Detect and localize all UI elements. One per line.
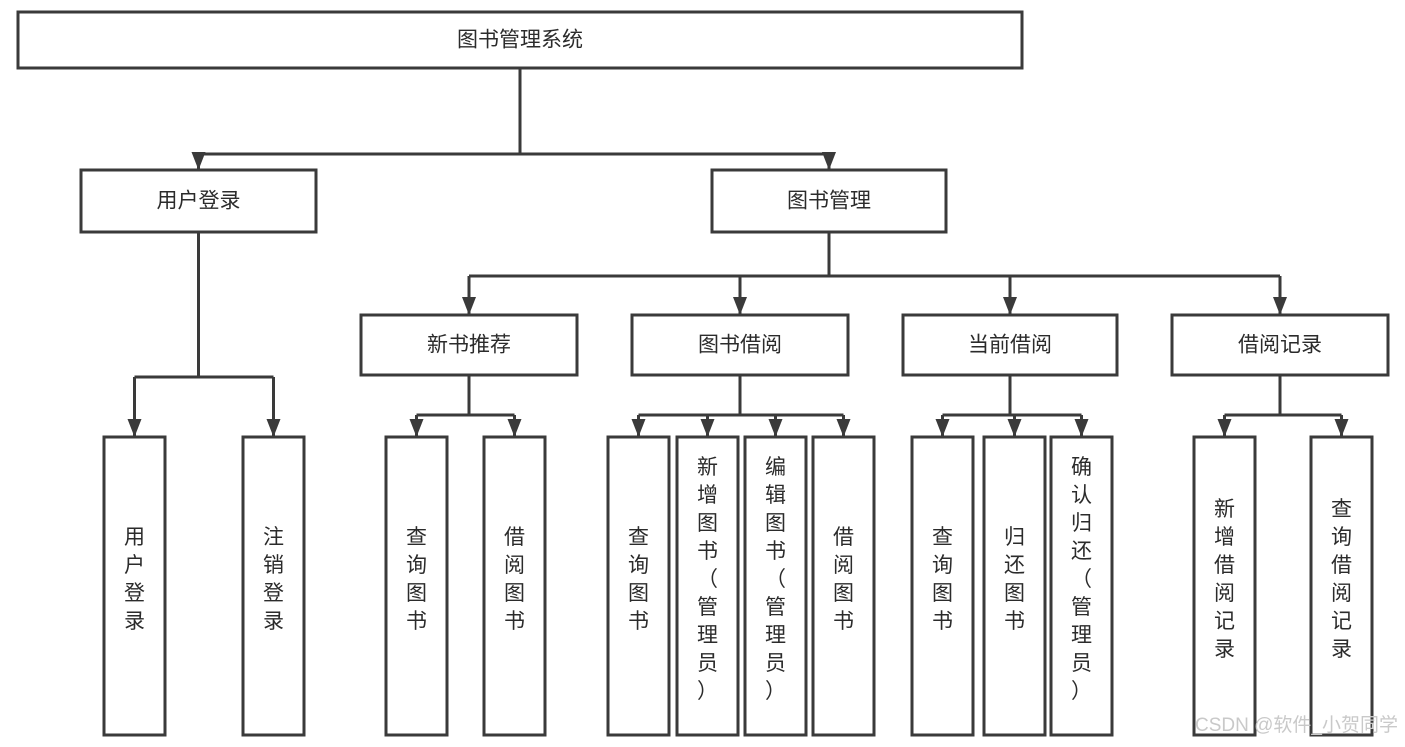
arrow-head-icon: [822, 152, 836, 170]
node-current-borrow-label: 当前借阅: [968, 334, 1052, 357]
node-leaf-add-record-label: 新增借阅记录: [1214, 498, 1235, 661]
node-user-login-label: 用户登录: [157, 190, 241, 213]
arrow-head-icon: [836, 419, 851, 437]
node-user-login[interactable]: 用户登录: [79, 168, 318, 234]
node-leaf-confirm-return[interactable]: 确认归还（管理员）: [1049, 435, 1114, 737]
arrow-head-icon: [1074, 419, 1089, 437]
arrow-head-icon: [266, 419, 281, 437]
node-leaf-borrow-book-1-box[interactable]: [482, 435, 547, 737]
node-book-borrow-box[interactable]: [630, 313, 850, 377]
node-leaf-query-book-2-box[interactable]: [606, 435, 671, 737]
arrow-head-icon: [768, 419, 783, 437]
node-root-root-label: 图书管理系统: [457, 29, 583, 52]
node-leaf-borrow-book-1[interactable]: 借阅图书: [482, 435, 547, 737]
node-book-borrow[interactable]: 图书借阅: [630, 313, 850, 377]
node-leaf-query-book-1[interactable]: 查询图书: [384, 435, 449, 737]
arrow-head-icon: [191, 152, 206, 170]
node-leaf-confirm-return-box[interactable]: [1049, 435, 1114, 737]
node-leaf-add-book-box[interactable]: [675, 435, 740, 737]
node-leaf-add-book[interactable]: 新增图书（管理员）: [675, 435, 740, 737]
node-leaf-logout-box[interactable]: [241, 435, 306, 737]
node-leaf-borrow-book-2[interactable]: 借阅图书: [811, 435, 876, 737]
node-leaf-return-book[interactable]: 归还图书: [982, 435, 1047, 737]
arrow-head-icon: [1273, 297, 1287, 315]
node-leaf-confirm-return-label: 确认归还（管理员）: [1071, 456, 1092, 703]
arrow-head-icon: [1003, 297, 1017, 315]
arrow-head-icon: [462, 297, 476, 315]
node-borrow-record-label: 借阅记录: [1238, 334, 1322, 357]
node-book-management[interactable]: 图书管理: [710, 168, 948, 234]
node-leaf-edit-book[interactable]: 编辑图书（管理员）: [743, 435, 808, 737]
node-new-book-recommend-box[interactable]: [359, 313, 579, 377]
node-leaf-query-book-2-label: 查询图书: [628, 526, 649, 633]
node-user-login-box[interactable]: [79, 168, 318, 234]
node-leaf-user-login-label: 用户登录: [124, 526, 145, 633]
nodes-layer: 图书管理系统用户登录图书管理新书推荐图书借阅当前借阅借阅记录用户登录注销登录查询…: [16, 10, 1390, 737]
node-leaf-add-book-label: 新增图书（管理员）: [697, 456, 718, 703]
node-leaf-add-record-box[interactable]: [1192, 435, 1257, 737]
csdn-watermark: CSDN @软件_小贺同学: [1195, 714, 1398, 736]
node-leaf-query-book-3[interactable]: 查询图书: [910, 435, 975, 737]
node-leaf-return-book-box[interactable]: [982, 435, 1047, 737]
node-book-borrow-label: 图书借阅: [698, 334, 782, 357]
node-root-root[interactable]: 图书管理系统: [16, 10, 1024, 70]
node-new-book-recommend[interactable]: 新书推荐: [359, 313, 579, 377]
arrow-head-icon: [631, 419, 646, 437]
node-leaf-user-login[interactable]: 用户登录: [102, 435, 167, 737]
node-leaf-add-record[interactable]: 新增借阅记录: [1192, 435, 1257, 737]
node-leaf-logout[interactable]: 注销登录: [241, 435, 306, 737]
node-leaf-query-book-1-label: 查询图书: [406, 526, 427, 633]
node-book-management-label: 图书管理: [787, 190, 871, 213]
node-root-root-box[interactable]: [16, 10, 1024, 70]
node-current-borrow[interactable]: 当前借阅: [901, 313, 1119, 377]
arrow-head-icon: [409, 419, 424, 437]
node-leaf-user-login-box[interactable]: [102, 435, 167, 737]
connectors-layer: [127, 68, 1349, 437]
node-leaf-query-record-label: 查询借阅记录: [1331, 498, 1352, 661]
node-leaf-borrow-book-1-label: 借阅图书: [504, 526, 525, 633]
node-leaf-query-book-3-label: 查询图书: [932, 526, 953, 633]
node-leaf-query-book-2[interactable]: 查询图书: [606, 435, 671, 737]
node-leaf-logout-label: 注销登录: [263, 526, 284, 633]
node-current-borrow-box[interactable]: [901, 313, 1119, 377]
node-leaf-borrow-book-2-label: 借阅图书: [833, 526, 854, 633]
arrow-head-icon: [127, 419, 142, 437]
arrow-head-icon: [1334, 419, 1349, 437]
arrow-head-icon: [1007, 419, 1022, 437]
node-borrow-record-box[interactable]: [1170, 313, 1390, 377]
arrow-head-icon: [507, 419, 522, 437]
node-leaf-query-record-box[interactable]: [1309, 435, 1374, 737]
node-leaf-query-book-3-box[interactable]: [910, 435, 975, 737]
node-leaf-edit-book-label: 编辑图书（管理员）: [765, 456, 786, 703]
node-book-management-box[interactable]: [710, 168, 948, 234]
node-leaf-edit-book-box[interactable]: [743, 435, 808, 737]
arrow-head-icon: [733, 297, 747, 315]
node-leaf-borrow-book-2-box[interactable]: [811, 435, 876, 737]
node-new-book-recommend-label: 新书推荐: [427, 334, 511, 357]
arrow-head-icon: [935, 419, 950, 437]
node-leaf-return-book-label: 归还图书: [1004, 526, 1025, 633]
node-leaf-query-record[interactable]: 查询借阅记录: [1309, 435, 1374, 737]
arrow-head-icon: [700, 419, 715, 437]
node-leaf-query-book-1-box[interactable]: [384, 435, 449, 737]
arrow-head-icon: [1217, 419, 1232, 437]
node-borrow-record[interactable]: 借阅记录: [1170, 313, 1390, 377]
